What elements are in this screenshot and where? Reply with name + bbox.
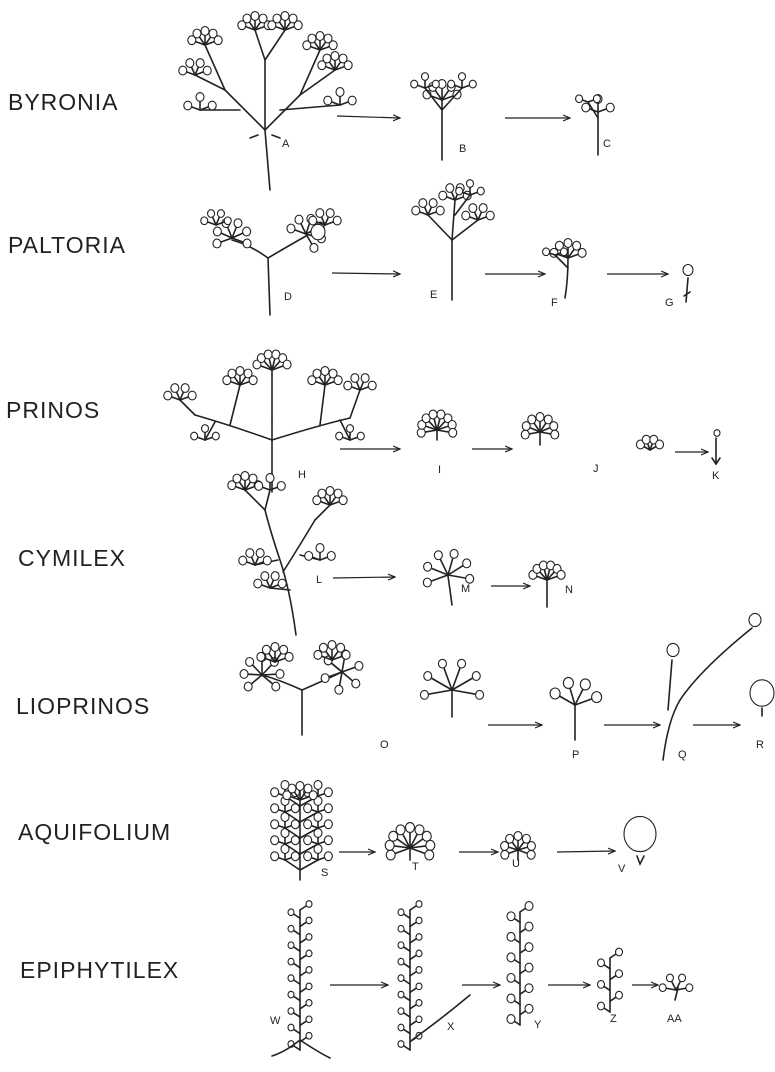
- section-label-epiphytilex: EPIPHYTILEX: [20, 957, 179, 983]
- drawing-w: [271, 900, 331, 1059]
- panel-label-y: Y: [534, 1019, 542, 1031]
- drawing-c: [575, 94, 615, 156]
- panel-label-c: C: [603, 138, 611, 150]
- panel-label-n: N: [565, 584, 573, 596]
- section-label-aquifolium: AQUIFOLIUM: [18, 819, 171, 845]
- panel-label-b: B: [459, 143, 466, 155]
- drawing-n: [528, 560, 566, 608]
- panel-label-t: T: [412, 861, 419, 873]
- drawing-h: [163, 349, 377, 493]
- drawing-p-o: [419, 658, 485, 718]
- inflorescence-drawings: [163, 11, 775, 1059]
- drawing-s: [270, 780, 333, 881]
- drawing-v: [623, 815, 657, 866]
- drawing-u: [500, 831, 536, 861]
- drawing-m: [422, 548, 475, 606]
- drawing-f: [542, 238, 587, 299]
- panel-label-h: H: [298, 469, 306, 481]
- panel-label-o: O: [380, 739, 389, 751]
- panel-label-j: J: [593, 463, 599, 475]
- drawing-aa: [658, 973, 694, 1001]
- panel-label-m: M: [461, 583, 470, 595]
- panel-label-p: P: [572, 749, 579, 761]
- drawing-z: [596, 947, 624, 1013]
- drawing-y: [506, 901, 534, 1026]
- panel-label-f: F: [551, 297, 558, 309]
- arrow-l-m: [332, 577, 395, 578]
- drawing-l: [227, 471, 348, 636]
- drawing-o: [239, 640, 364, 736]
- arrow-d-e: [331, 273, 400, 274]
- panel-label-d: D: [284, 291, 292, 303]
- drawing-i: [416, 409, 458, 441]
- arrows: [330, 116, 740, 985]
- drawing-p: [549, 676, 603, 741]
- panel-label-r: R: [756, 739, 764, 751]
- drawing-t: [384, 821, 436, 861]
- drawing-k: [711, 429, 721, 466]
- section-label-byronia: BYRONIA: [8, 89, 119, 115]
- drawing-g: [682, 263, 694, 303]
- drawing-e: [411, 179, 495, 301]
- drawing-q: [662, 612, 762, 761]
- panel-label-s: S: [321, 867, 328, 879]
- panel-label-aa: AA: [667, 1013, 682, 1025]
- drawing-b: [410, 72, 477, 161]
- drawing-a: [178, 11, 357, 191]
- section-label-cymilex: CYMILEX: [18, 545, 126, 571]
- panel-label-l: L: [316, 574, 322, 586]
- section-label-lioprinos: LIOPRINOS: [16, 693, 150, 719]
- drawing-j: [520, 412, 560, 446]
- drawing-r: [749, 679, 775, 717]
- panel-label-z: Z: [610, 1013, 617, 1025]
- panel-label-a: A: [282, 138, 290, 150]
- drawing-x: [397, 900, 471, 1051]
- drawing-d: [200, 208, 342, 316]
- panel-label-w: W: [270, 1015, 281, 1027]
- arrow-u-v: [556, 851, 615, 852]
- panel-label-q: Q: [678, 749, 687, 761]
- arrow-a-b: [336, 116, 400, 118]
- panel-label-e: E: [430, 289, 437, 301]
- panel-label-u: U: [512, 858, 520, 870]
- drawing-k-group: [635, 434, 665, 451]
- panel-label-x: X: [447, 1021, 455, 1033]
- section-label-prinos: PRINOS: [6, 397, 100, 423]
- panel-label-g: G: [665, 297, 674, 309]
- section-label-paltoria: PALTORIA: [8, 232, 126, 258]
- panel-label-v: V: [618, 863, 626, 875]
- panel-label-k: K: [712, 470, 720, 482]
- panel-label-i: I: [438, 464, 441, 476]
